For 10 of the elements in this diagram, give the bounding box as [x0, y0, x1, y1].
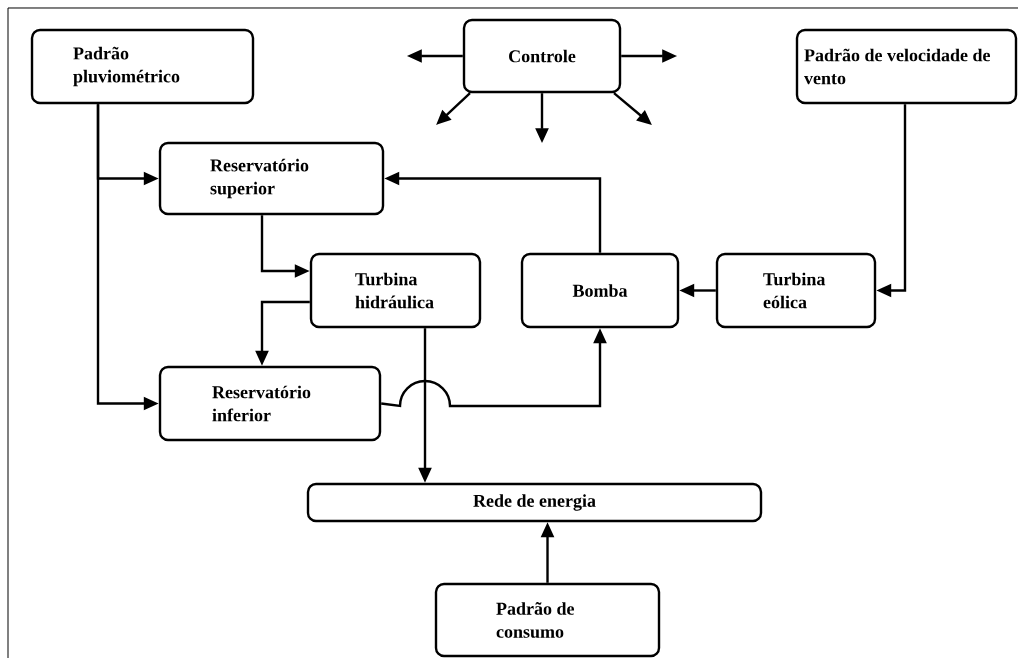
process-box: Padrão de velocidade de vento — [795, 28, 1018, 105]
process-box: Turbina eólica — [715, 252, 877, 329]
process-box: Padrão pluviométrico — [30, 28, 255, 105]
process-box: Reservatório inferior — [158, 365, 382, 442]
process-box: Bomba — [520, 252, 680, 329]
process-box: Controle — [462, 18, 622, 94]
process-box: Reservatório superior — [158, 141, 385, 216]
process-box: Padrão de consumo — [434, 582, 661, 658]
process-box: Rede de energia — [306, 482, 763, 523]
process-box: Turbina hidráulica — [309, 252, 482, 329]
